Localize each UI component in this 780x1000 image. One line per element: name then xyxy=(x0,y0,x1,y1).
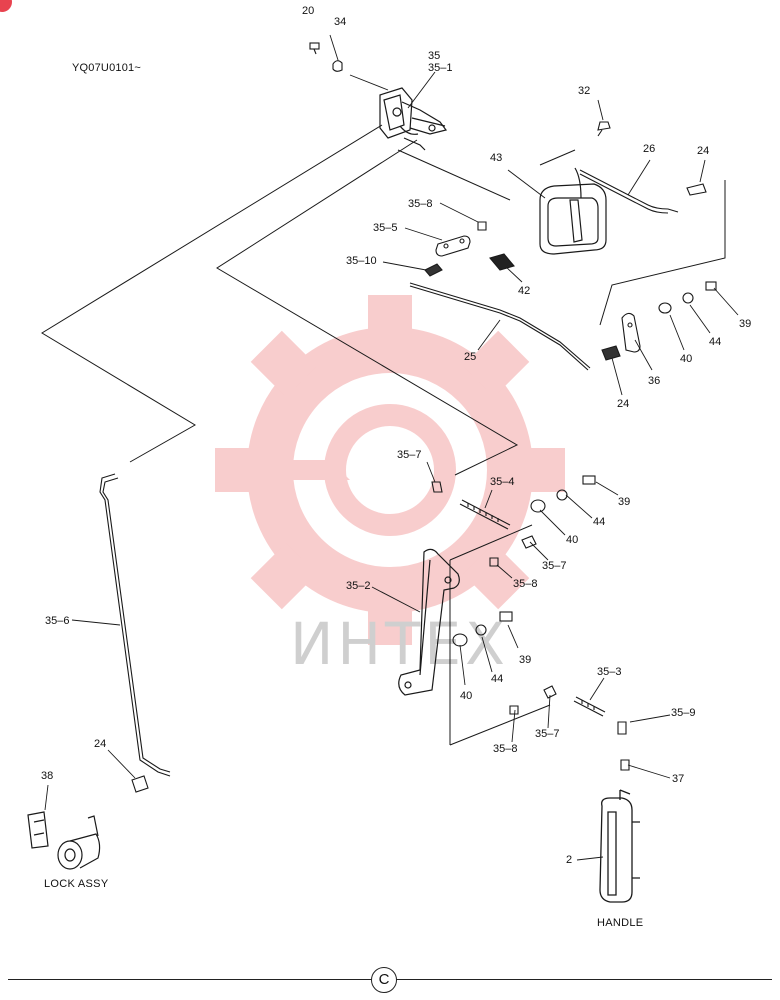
bolt-35-7-low-icon xyxy=(543,685,557,699)
bolt-39-b-icon xyxy=(582,475,596,485)
callout-26: 26 xyxy=(643,143,656,155)
callout-36: 36 xyxy=(648,375,661,387)
callout-2: 2 xyxy=(566,854,573,866)
callout-40-a: 40 xyxy=(680,353,693,365)
callout-35-7-b: 35–7 xyxy=(542,560,567,572)
washer-40-b-icon xyxy=(530,499,546,513)
serial-code: YQ07U0101~ xyxy=(72,62,141,74)
callout-44-c: 44 xyxy=(491,673,504,685)
clip-24-top-icon xyxy=(686,183,707,196)
callout-20: 20 xyxy=(302,5,315,17)
bolt-35-7-mid-icon xyxy=(521,535,537,549)
callout-35-6: 35–6 xyxy=(45,615,70,627)
bolt-35-8-mid-icon xyxy=(489,557,499,567)
callout-44-b: 44 xyxy=(593,516,606,528)
callout-32: 32 xyxy=(578,85,591,97)
threaded-rod-35-3-icon xyxy=(573,696,606,717)
bolt-35-9-icon xyxy=(617,721,627,735)
callout-24-low: 24 xyxy=(94,738,107,750)
rod-26-icon xyxy=(579,169,679,214)
callout-40-c: 40 xyxy=(460,690,473,702)
bolt-39-c-icon xyxy=(499,611,513,622)
nut-44-b-icon xyxy=(556,489,568,501)
callout-44-a: 44 xyxy=(709,336,722,348)
plate-35-5-icon xyxy=(435,235,471,257)
watermark-text: ИНТЕХ xyxy=(290,610,509,678)
clip-24-mid-icon xyxy=(601,345,621,361)
screw-20-icon xyxy=(309,42,320,55)
outer-handle-icon xyxy=(599,789,640,903)
callout-39-b: 39 xyxy=(618,496,631,508)
bolt-37-icon xyxy=(620,759,630,771)
callout-24-mid: 24 xyxy=(617,398,630,410)
bushing-42-icon xyxy=(489,253,515,271)
callout-35-8-b: 35–8 xyxy=(513,578,538,590)
callout-35-5: 35–5 xyxy=(373,222,398,234)
callout-35: 35 xyxy=(428,50,441,62)
clip-24-low-icon xyxy=(131,775,149,793)
callout-42: 42 xyxy=(518,285,531,297)
callout-40-b: 40 xyxy=(566,534,579,546)
corner-tab xyxy=(0,0,12,12)
callout-35-7-c: 35–7 xyxy=(535,728,560,740)
rod-25-icon xyxy=(409,282,591,371)
rod-35-6-icon xyxy=(99,473,171,777)
lever-36-icon xyxy=(621,312,641,353)
assembly-outline xyxy=(41,124,726,746)
nut-44-c-icon xyxy=(475,624,487,636)
clip-35-10-icon xyxy=(424,263,443,277)
callout-43: 43 xyxy=(490,152,503,164)
callout-34: 34 xyxy=(334,16,347,28)
bolt-35-8-top-icon xyxy=(477,221,487,231)
washer-40-c-icon xyxy=(452,633,468,647)
callout-35-2: 35–2 xyxy=(346,580,371,592)
nut-44-a-icon xyxy=(682,292,694,304)
callout-39-c: 39 xyxy=(519,654,532,666)
threaded-rod-35-4-icon xyxy=(459,499,511,530)
lock-assy-caption: LOCK ASSY xyxy=(44,878,109,890)
bolt-35-7-top-icon xyxy=(431,481,443,493)
callout-35-10: 35–10 xyxy=(346,255,377,267)
callout-37: 37 xyxy=(672,773,685,785)
clip-34-icon xyxy=(332,60,343,72)
bracket-lever-35-2-icon xyxy=(398,548,460,696)
callout-35-8-c: 35–8 xyxy=(493,743,518,755)
callout-24-top: 24 xyxy=(697,145,710,157)
lock-cylinder-icon xyxy=(27,811,101,870)
callout-39-a: 39 xyxy=(739,318,752,330)
page-section-mark: C xyxy=(371,967,397,993)
callout-38: 38 xyxy=(41,770,54,782)
callout-35-4: 35–4 xyxy=(490,476,515,488)
screw-32-icon xyxy=(597,121,611,137)
leader-lines xyxy=(44,34,739,861)
bolt-39-a-icon xyxy=(705,281,717,291)
callout-35-7-a: 35–7 xyxy=(397,449,422,461)
inner-handle-43-icon xyxy=(539,167,607,255)
bolt-35-8-low-icon xyxy=(509,705,519,715)
callout-35-9: 35–9 xyxy=(671,707,696,719)
lock-mechanism-35-icon xyxy=(379,87,448,151)
handle-caption: HANDLE xyxy=(597,917,644,929)
callout-25: 25 xyxy=(464,351,477,363)
callout-35-1: 35–1 xyxy=(428,62,453,74)
callout-35-8-a: 35–8 xyxy=(408,198,433,210)
callout-35-3: 35–3 xyxy=(597,666,622,678)
washer-40-a-icon xyxy=(658,302,672,314)
